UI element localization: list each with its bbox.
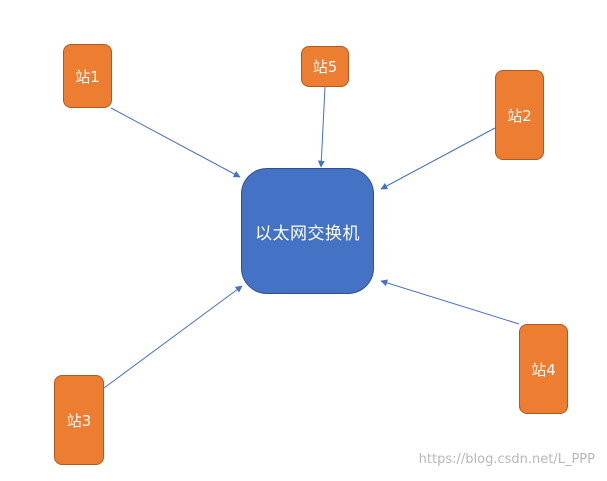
watermark-text: https://blog.csdn.net/L_PPP [418,452,595,467]
connection-arrow-s4 [380,279,520,325]
station-3-label: 站3 [66,411,92,430]
connection-arrow-s3 [103,285,243,389]
station-4-node: 站4 [519,324,568,414]
station-1-label: 站1 [75,67,100,86]
connection-arrow-s1 [110,107,241,178]
ethernet-switch-node: 以太网交换机 [241,168,374,294]
ethernet-switch-label: 以太网交换机 [255,223,360,244]
connection-arrow-s2 [380,127,496,190]
station-5-label: 站5 [312,58,338,76]
station-5-node: 站5 [301,46,349,87]
station-4-label: 站4 [531,360,556,379]
station-3-node: 站3 [54,375,104,465]
station-2-label: 站2 [507,106,532,125]
station-2-node: 站2 [495,70,544,160]
station-1-node: 站1 [63,44,112,108]
connection-arrow-s5 [317,86,326,168]
